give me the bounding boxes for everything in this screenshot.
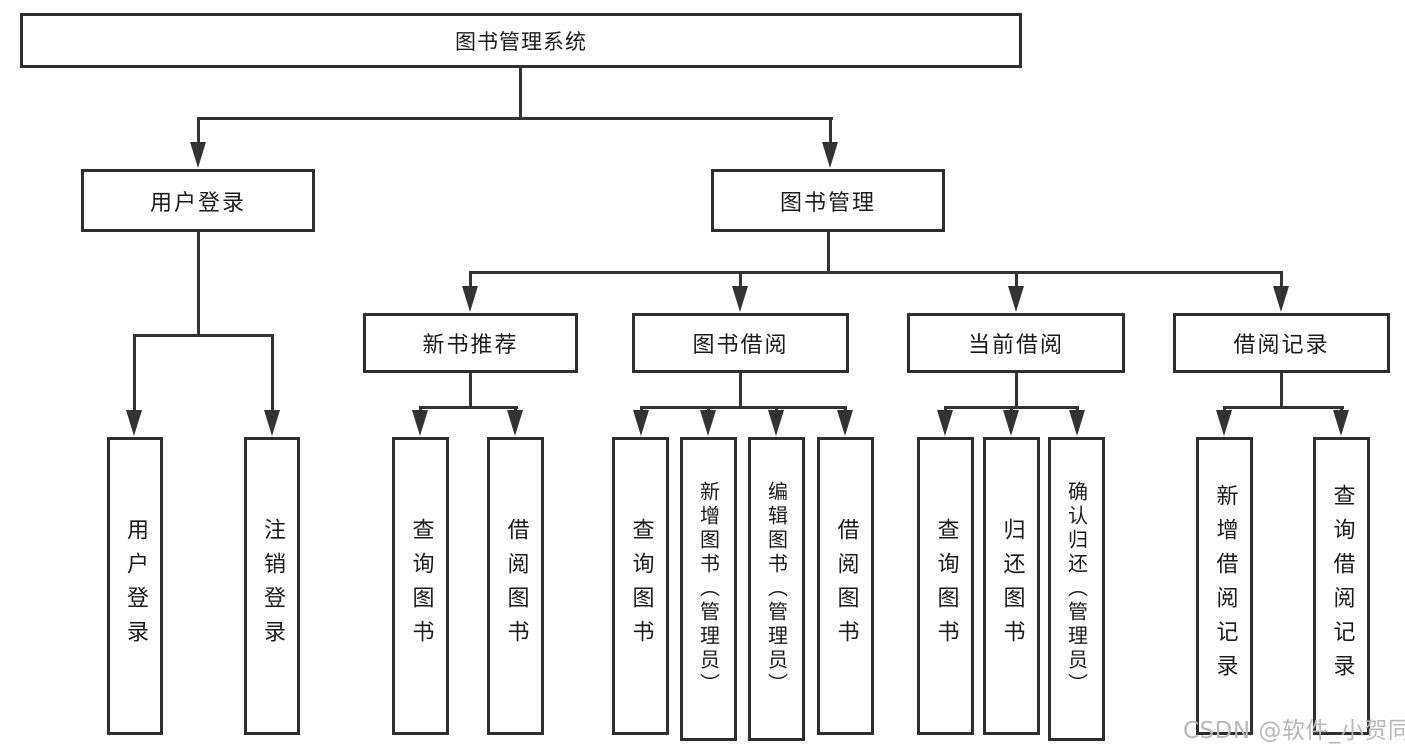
arrow-to-user-login: [190, 142, 206, 168]
leaf-logout: 注销登录: [244, 437, 300, 735]
connector-cb-stem: [1015, 373, 1018, 409]
connector-l3-bar: [469, 271, 1283, 274]
leaf-borrow-books-2: 借阅图书: [817, 437, 874, 735]
connector-bb-bar: [640, 406, 847, 409]
connector-br-stem: [1280, 373, 1283, 409]
connector-l2-stem-left: [197, 117, 200, 145]
connector-root-stem: [519, 68, 522, 119]
leaf-confirm-return-admin: 确认归还（管理员）: [1048, 437, 1105, 741]
node-book-management: 图书管理: [711, 169, 945, 232]
node-current-borrow: 当前借阅: [907, 313, 1125, 373]
connector-l2-bar: [197, 117, 833, 120]
arrow-to-book-borrow: [732, 286, 748, 312]
leaf-add-books-admin: 新增图书（管理员）: [680, 437, 737, 741]
leaf-add-borrow-record: 新增借阅记录: [1196, 437, 1253, 735]
connector-l3-stem-3: [1015, 271, 1018, 288]
leaf-return-books: 归还图书: [983, 437, 1040, 735]
arrow-bb-leaf4: [837, 410, 853, 436]
leaf-query-books-2: 查询图书: [612, 437, 669, 735]
connector-l3-stem-4: [1280, 271, 1283, 288]
leaf-query-borrow-record: 查询借阅记录: [1313, 437, 1370, 735]
connector-bb-stem: [739, 373, 742, 409]
node-borrow-records: 借阅记录: [1173, 313, 1390, 373]
arrow-to-leaf-user-login: [126, 410, 142, 436]
csdn-watermark: CSDN @软件_小贺同学: [1183, 718, 1405, 744]
arrow-cb-leaf1: [937, 410, 953, 436]
arrow-to-leaf-logout: [264, 410, 280, 436]
connector-l3-stem-2: [739, 271, 742, 288]
leaf-query-books-1: 查询图书: [392, 437, 449, 735]
arrow-bb-leaf2: [700, 410, 716, 436]
node-new-book-recommend: 新书推荐: [363, 313, 578, 373]
connector-userlogin-leaf1-stem: [133, 334, 136, 412]
arrow-to-current-borrow: [1008, 286, 1024, 312]
arrow-cb-leaf3: [1069, 410, 1085, 436]
arrow-to-new-book-recommend: [462, 286, 478, 312]
arrow-nb-leaf1: [412, 410, 428, 436]
arrow-to-borrow-records: [1273, 286, 1289, 312]
connector-nb-stem: [469, 373, 472, 409]
arrow-bb-leaf3: [768, 410, 784, 436]
node-system-root: 图书管理系统: [20, 13, 1022, 68]
arrow-to-book-management: [822, 142, 838, 168]
arrow-bb-leaf1: [633, 410, 649, 436]
node-book-borrow: 图书借阅: [632, 313, 849, 373]
connector-userlogin-bar: [133, 334, 274, 337]
leaf-edit-books-admin: 编辑图书（管理员）: [748, 437, 805, 741]
connector-l3-stem-1: [469, 271, 472, 288]
arrow-br-leaf1: [1216, 410, 1232, 436]
arrow-nb-leaf2: [507, 410, 523, 436]
connector-userlogin-leaf2-stem: [271, 334, 274, 412]
arrow-cb-leaf2: [1003, 410, 1019, 436]
node-user-login: 用户登录: [81, 169, 315, 232]
leaf-query-books-3: 查询图书: [917, 437, 974, 735]
connector-br-bar: [1223, 406, 1344, 409]
connector-userlogin-stem: [197, 232, 200, 337]
connector-bookmgmt-stem: [827, 232, 830, 274]
connector-nb-bar: [419, 406, 518, 409]
leaf-borrow-books-1: 借阅图书: [487, 437, 544, 735]
connector-l2-stem-right: [829, 117, 832, 145]
leaf-user-login: 用户登录: [107, 437, 163, 735]
arrow-br-leaf2: [1333, 410, 1349, 436]
